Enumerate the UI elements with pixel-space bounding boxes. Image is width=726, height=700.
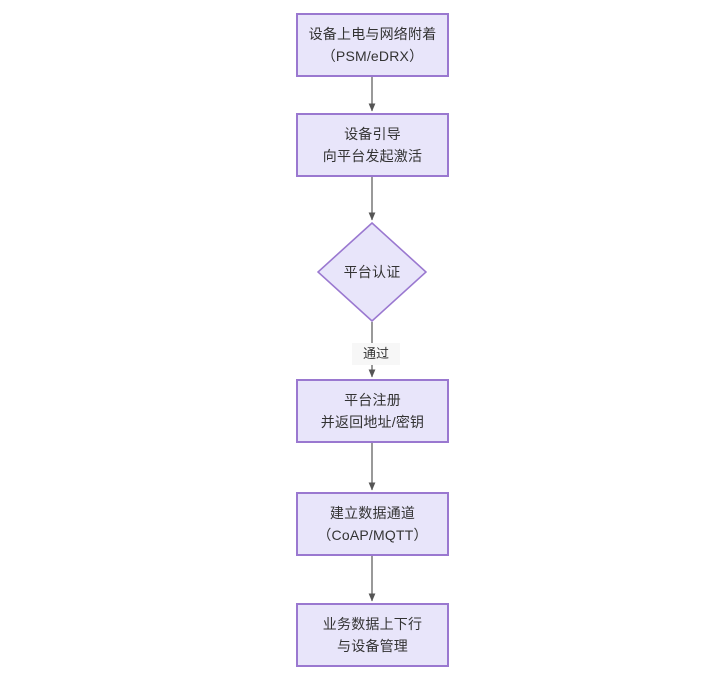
flow-node-label: 设备上电与网络附着 （PSM/eDRX） <box>308 26 437 64</box>
flow-node-data-channel[interactable]: 建立数据通道 （CoAP/MQTT） <box>296 492 449 556</box>
flow-node-label: 建立数据通道 （CoAP/MQTT） <box>317 505 428 543</box>
flow-node-device-bootstrap[interactable]: 设备引导 向平台发起激活 <box>296 113 449 177</box>
diamond-shape-icon <box>317 222 427 322</box>
edge-label-text: 通过 <box>362 346 389 361</box>
flow-node-label: 设备引导 向平台发起激活 <box>322 126 423 164</box>
flow-node-platform-auth-decision[interactable]: 平台认证 <box>317 222 427 322</box>
edge-label-pass: 通过 <box>352 343 400 365</box>
flow-node-device-power-on[interactable]: 设备上电与网络附着 （PSM/eDRX） <box>296 13 449 77</box>
flow-node-label: 业务数据上下行 与设备管理 <box>322 616 423 654</box>
flow-node-label: 平台认证 <box>343 264 401 280</box>
flow-node-label: 平台注册 并返回地址/密钥 <box>320 392 425 430</box>
flow-node-business-data[interactable]: 业务数据上下行 与设备管理 <box>296 603 449 667</box>
flow-node-platform-registration[interactable]: 平台注册 并返回地址/密钥 <box>296 379 449 443</box>
